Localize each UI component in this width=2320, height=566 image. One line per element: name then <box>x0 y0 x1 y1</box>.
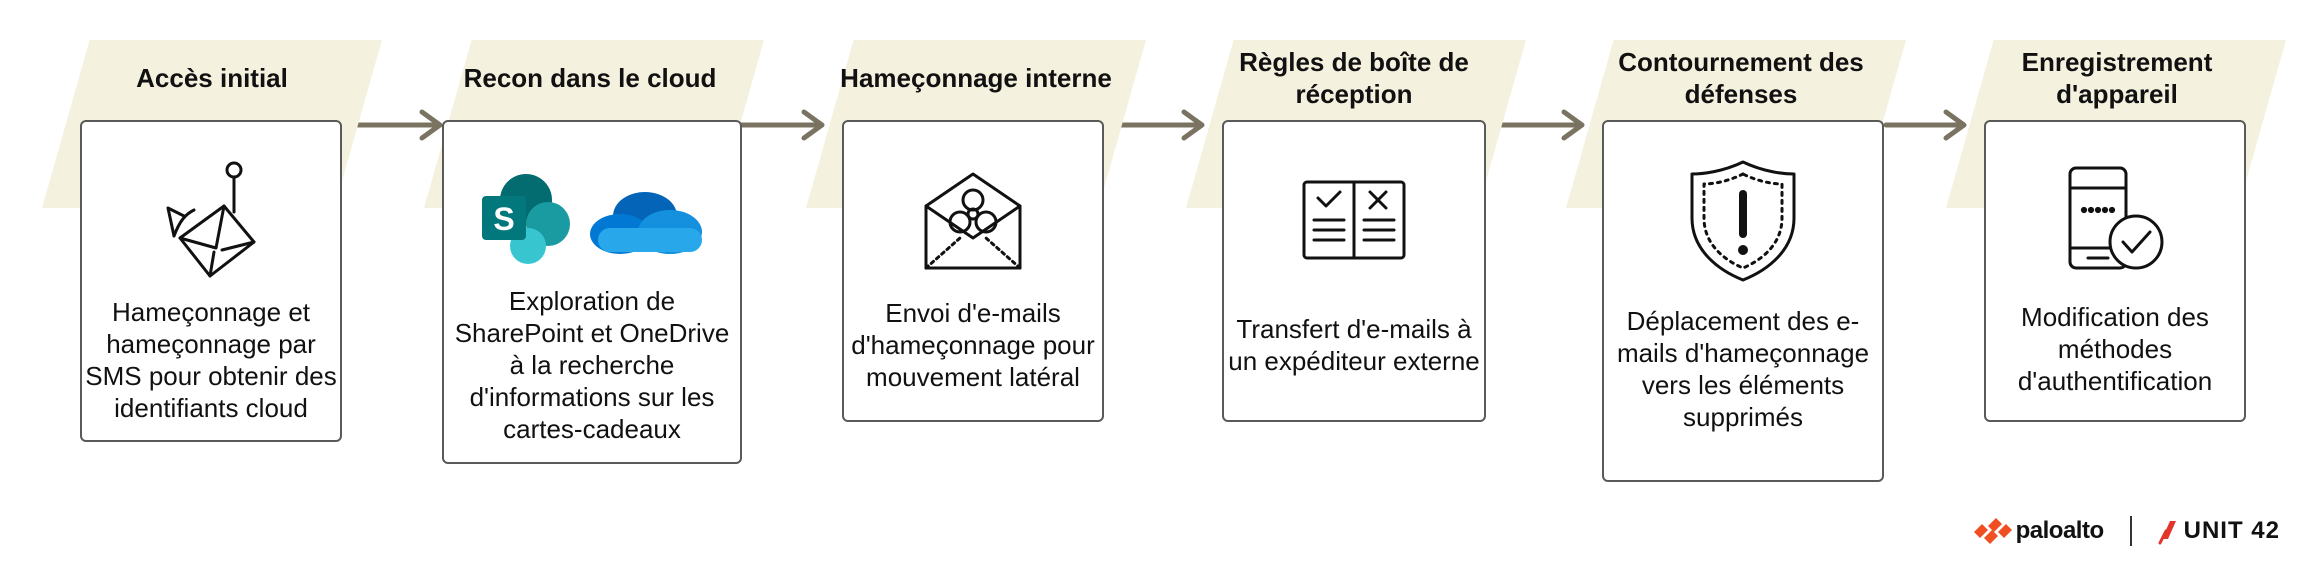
stage-3-description: Envoi d'e-mails d'hameçonnage pour mouve… <box>851 298 1095 392</box>
unit42-wordmark: UNIT 42 <box>2183 517 2280 544</box>
stage-1-description: Hameçonnage et hameçonnage par SMS pour … <box>85 297 337 423</box>
stage-3-title: Hameçonnage interne <box>840 63 1112 93</box>
stage-1-title: Accès initial <box>136 63 288 93</box>
stage-3-card <box>842 120 1104 422</box>
brand-footer: paloalto UNIT 42 <box>1972 516 2280 546</box>
stage-2-card <box>442 120 742 464</box>
stage-4-title: Règles de boîte de réception <box>1239 47 1469 109</box>
stage-5-card <box>1602 120 1884 482</box>
stage-2-title: Recon dans le cloud <box>463 63 717 93</box>
unit42-logo-icon <box>2158 521 2176 545</box>
sharepoint-onedrive-icon: S <box>470 170 710 270</box>
stage-6-card <box>1984 120 2246 422</box>
phishing-envelope-hook-icon <box>150 150 272 290</box>
phone-check-icon <box>2060 164 2170 274</box>
stage-6-title: Enregistrement d'appareil <box>2021 47 2213 109</box>
shield-warning-icon <box>1678 156 1808 286</box>
svg-text:S: S <box>493 201 514 237</box>
stage-4-card <box>1222 120 1486 422</box>
stage-4-description: Transfert d'e-mails à un expéditeur exte… <box>1228 314 1480 376</box>
stage-6-description: Modification des méthodes d'authentifica… <box>2017 302 2213 396</box>
paloalto-wordmark: paloalto <box>2015 517 2105 544</box>
stage-5-description: Déplacement des e-mails d'hameçonnage ve… <box>1616 306 1870 432</box>
sharepoint-icon: S <box>482 174 570 264</box>
checklist-book-icon <box>1302 180 1406 260</box>
stage-2-description: Exploration de SharePoint et OneDrive à … <box>454 286 730 444</box>
biohazard-envelope-icon <box>918 166 1028 276</box>
stage-5-title: Contournement des défenses <box>1618 47 1864 109</box>
stage-1-card <box>80 120 342 442</box>
paloalto-logo-icon <box>1973 518 2012 544</box>
brand-divider <box>2129 516 2132 546</box>
onedrive-icon <box>590 192 702 254</box>
